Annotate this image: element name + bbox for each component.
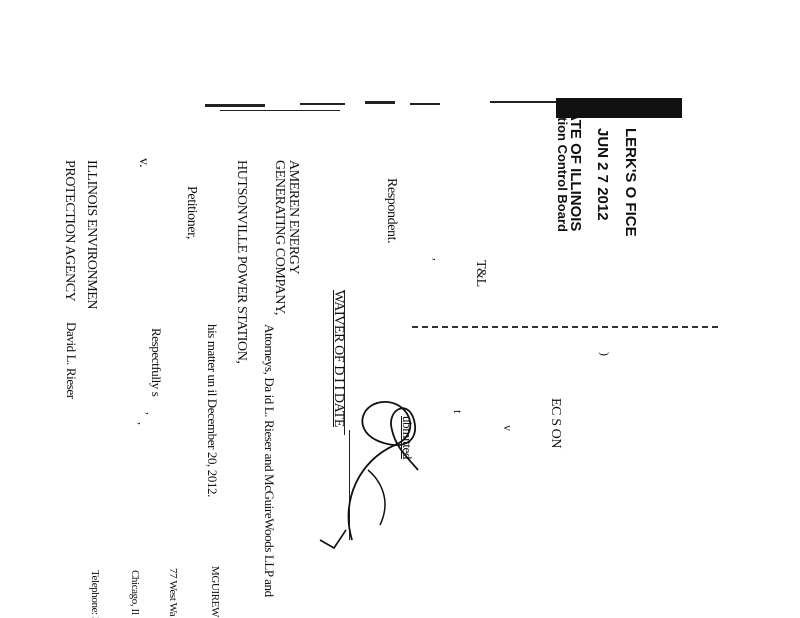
underline-rule <box>349 430 350 540</box>
border-line-segment <box>490 101 556 103</box>
border-line-segment <box>300 103 345 105</box>
document-title: WAIVER OF D I I DATE <box>331 290 346 428</box>
submitted-word: ubmitted <box>400 416 415 460</box>
petitioner-role: Petitioner, <box>184 186 199 239</box>
respectfully-line: Respectfully s <box>149 328 164 397</box>
margin-fragment-1: MGUIREW <box>209 566 221 617</box>
section-fragment: EC S ON <box>548 398 563 449</box>
body-line-1: Attorneys, Da id L. Rieser and McGuireWo… <box>262 324 277 597</box>
respondent-name-line-2: PROTECTION AGENCY <box>62 160 77 302</box>
stray-v: v <box>501 425 515 431</box>
margin-fragment-4: Telephone: 3 <box>89 570 101 618</box>
margin-fragment-2: 77 West Wa <box>167 568 179 617</box>
stray-comma: , <box>136 422 150 425</box>
border-line-segment <box>205 104 265 107</box>
stamp-board: llution Control Board <box>555 102 570 232</box>
margin-fragment-3: Chicago, Il <box>129 570 141 615</box>
respondent-role: Respondent. <box>384 178 399 244</box>
border-line-segment <box>410 103 440 105</box>
stray-t: t <box>451 410 465 414</box>
stray-comma: , <box>144 412 158 415</box>
border-line-segment <box>365 101 395 104</box>
stamp-black-bar <box>556 98 682 118</box>
stamp-date: JUN 2 7 2012 <box>594 128 611 221</box>
dashed-line <box>412 326 718 328</box>
body-line-2: his matter un il December 20, 2012. <box>205 324 220 498</box>
stamp-state: TATE OF ILLINOIS <box>567 102 584 232</box>
by-name: David L. Rieser <box>64 322 79 399</box>
stray-paren: ) <box>598 352 612 356</box>
versus: v. <box>136 158 151 168</box>
respondent-name-line-1: ILLINOIS ENVIRONMEN <box>84 160 99 310</box>
petitioner-name-line-2: GENERATING COMPANY, <box>272 160 287 315</box>
stray-comma: , <box>431 258 445 261</box>
petitioner-name-line-3: HUTSONVILLE POWER STATION, <box>234 160 249 364</box>
case-mark: T&L <box>473 260 488 287</box>
border-line-segment <box>220 110 340 111</box>
petitioner-name-line-1: AMEREN ENERGY <box>286 160 301 275</box>
title-underline <box>344 290 345 435</box>
stamp-clerks-office: LERK'S O FICE <box>622 128 639 237</box>
